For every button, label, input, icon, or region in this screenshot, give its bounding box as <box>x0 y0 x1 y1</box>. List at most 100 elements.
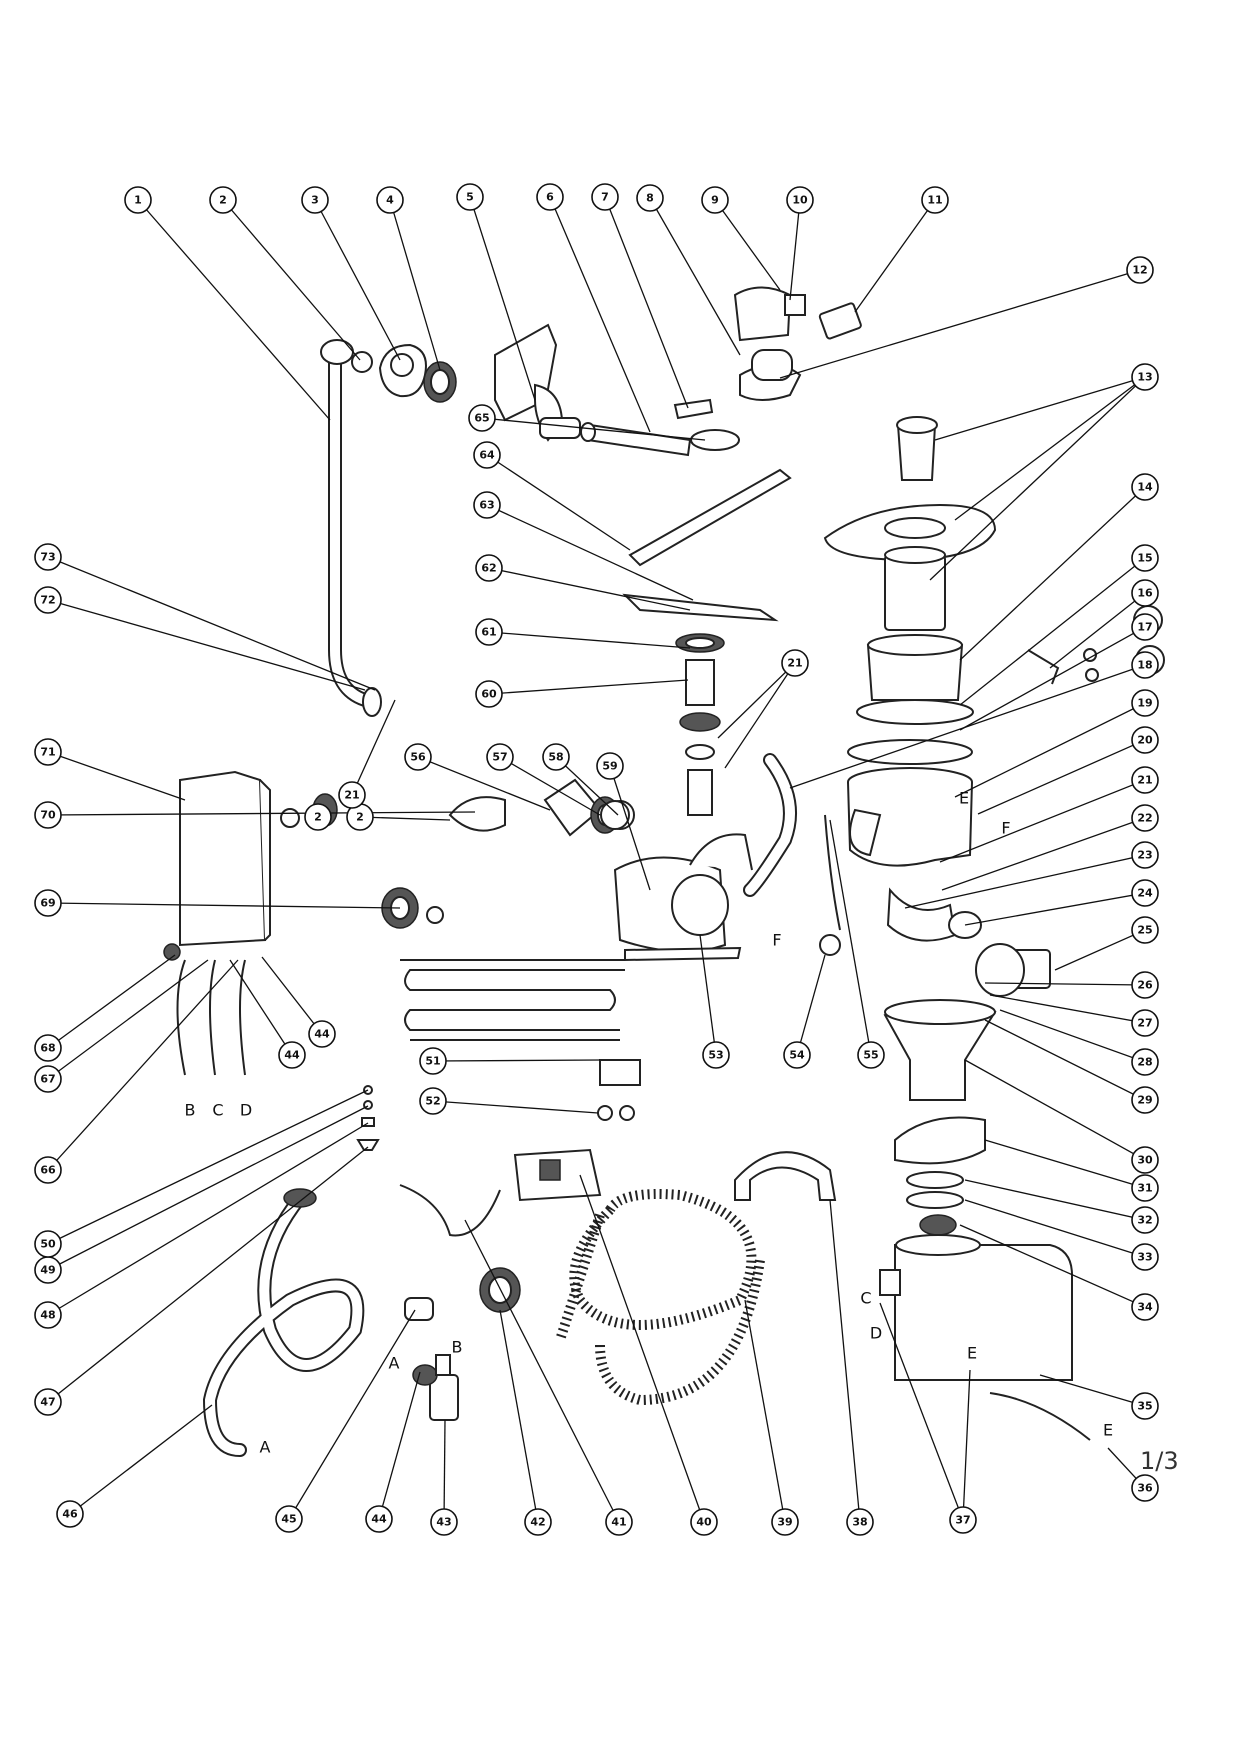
leader-line-70 <box>47 811 476 816</box>
leader-line-3 <box>314 199 401 361</box>
callout-circle-67 <box>34 1065 62 1093</box>
callout-46: 46 <box>56 1500 84 1528</box>
callout-9: 9 <box>701 186 729 214</box>
callout-16: 16 <box>1131 579 1159 607</box>
leader-line-20 <box>977 739 1146 815</box>
callout-number-40: 40 <box>696 1516 712 1529</box>
callout-number-20: 20 <box>1137 734 1153 747</box>
callout-circle-36 <box>1131 1474 1159 1502</box>
page-number: 1/3 <box>1140 1447 1179 1475</box>
conn-letter-e-sump: E <box>959 789 969 808</box>
callout-circle-65 <box>468 404 496 432</box>
callout-number-57: 57 <box>492 751 507 764</box>
leader-line-47 <box>47 1146 369 1403</box>
leader-line-21 <box>351 699 396 796</box>
callout-circle-9 <box>701 186 729 214</box>
callout-44-alt-5: 44 <box>308 1020 336 1048</box>
callout-22: 22 <box>1131 804 1159 832</box>
callout-number-47: 47 <box>40 1396 55 1409</box>
callout-number-48: 48 <box>40 1309 55 1322</box>
part-32-ring <box>906 1171 964 1189</box>
callout-number-36: 36 <box>1137 1482 1153 1495</box>
leader-line-44 <box>378 1371 421 1520</box>
callout-3: 3 <box>301 186 329 214</box>
leader-line-28 <box>999 1009 1146 1063</box>
leader-line-51 <box>432 1059 601 1062</box>
part-43-inlet-valve <box>412 1354 459 1421</box>
leader-line-21 <box>939 779 1146 863</box>
callout-number-44: 44 <box>314 1028 330 1041</box>
callout-number-1: 1 <box>134 194 142 207</box>
callout-number-55: 55 <box>863 1049 878 1062</box>
callout-number-30: 30 <box>1137 1154 1153 1167</box>
callout-57: 57 <box>486 743 514 771</box>
callout-6: 6 <box>536 183 564 211</box>
callout-47: 47 <box>34 1388 62 1416</box>
callout-circle-72 <box>34 586 62 614</box>
leader-line-2 <box>359 816 451 821</box>
leader-line-68 <box>47 954 176 1049</box>
callout-21-alt-2: 21 <box>338 781 366 809</box>
callout-65: 65 <box>468 404 496 432</box>
callout-number-66: 66 <box>40 1164 56 1177</box>
callout-number-10: 10 <box>792 194 808 207</box>
callout-circle-54 <box>783 1041 811 1069</box>
callout-4: 4 <box>376 186 404 214</box>
callout-number-46: 46 <box>62 1508 78 1521</box>
callout-circle-44 <box>365 1505 393 1533</box>
callout-64: 64 <box>473 441 501 469</box>
leader-line-21 <box>724 662 796 769</box>
leader-line-13 <box>954 376 1146 521</box>
callout-circle-73 <box>34 543 62 571</box>
callout-number-2: 2 <box>356 811 364 824</box>
part-35-softener <box>879 1234 1073 1381</box>
callout-70: 70 <box>34 801 62 829</box>
callout-number-34: 34 <box>1137 1301 1153 1314</box>
callout-number-31: 31 <box>1137 1182 1152 1195</box>
callout-circle-21 <box>338 781 366 809</box>
callout-circle-26 <box>1131 971 1159 999</box>
conn-letter-e-softener: E <box>967 1344 977 1363</box>
leader-line-57 <box>499 756 601 816</box>
callout-number-21: 21 <box>344 789 359 802</box>
conn-letter-a-inlet: A <box>260 1438 271 1457</box>
leader-line-8 <box>649 197 741 356</box>
callout-circle-4 <box>376 186 404 214</box>
callout-number-24: 24 <box>1137 887 1153 900</box>
callout-number-35: 35 <box>1137 1400 1152 1413</box>
callout-circle-41 <box>605 1508 633 1536</box>
callout-37: 37 <box>949 1506 977 1534</box>
part-60-62-stack <box>675 633 725 816</box>
part-14-15-filter <box>856 634 974 725</box>
leader-line-5 <box>469 196 536 401</box>
leader-line-44 <box>229 959 293 1056</box>
part-52-nuts <box>597 1105 635 1121</box>
callout-number-62: 62 <box>481 562 496 575</box>
callout-number-59: 59 <box>602 760 617 773</box>
conn-letter-a-valve: A <box>389 1354 400 1373</box>
callout-number-42: 42 <box>530 1516 545 1529</box>
callout-circle-52 <box>419 1087 447 1115</box>
callout-number-58: 58 <box>548 751 563 764</box>
callout-5: 5 <box>456 183 484 211</box>
callout-number-2: 2 <box>314 811 322 824</box>
callout-number-13: 13 <box>1137 371 1152 384</box>
callout-circle-44 <box>278 1041 306 1069</box>
callout-36: 36 <box>1131 1474 1159 1502</box>
leader-line-60 <box>488 679 689 695</box>
leader-line-56 <box>417 756 551 811</box>
leader-line-41 <box>464 1219 620 1523</box>
callout-35: 35 <box>1131 1392 1159 1420</box>
callout-31: 31 <box>1131 1174 1159 1202</box>
callout-number-70: 70 <box>40 809 56 822</box>
callout-circle-57 <box>486 743 514 771</box>
callout-55: 55 <box>857 1041 885 1069</box>
callout-circle-39 <box>771 1508 799 1536</box>
part-33-ring <box>906 1191 964 1209</box>
callout-circle-18 <box>1131 651 1159 679</box>
part-34-bearing <box>919 1214 957 1236</box>
callout-circle-68 <box>34 1034 62 1062</box>
callout-number-21: 21 <box>787 657 802 670</box>
callout-circle-15 <box>1131 544 1159 572</box>
